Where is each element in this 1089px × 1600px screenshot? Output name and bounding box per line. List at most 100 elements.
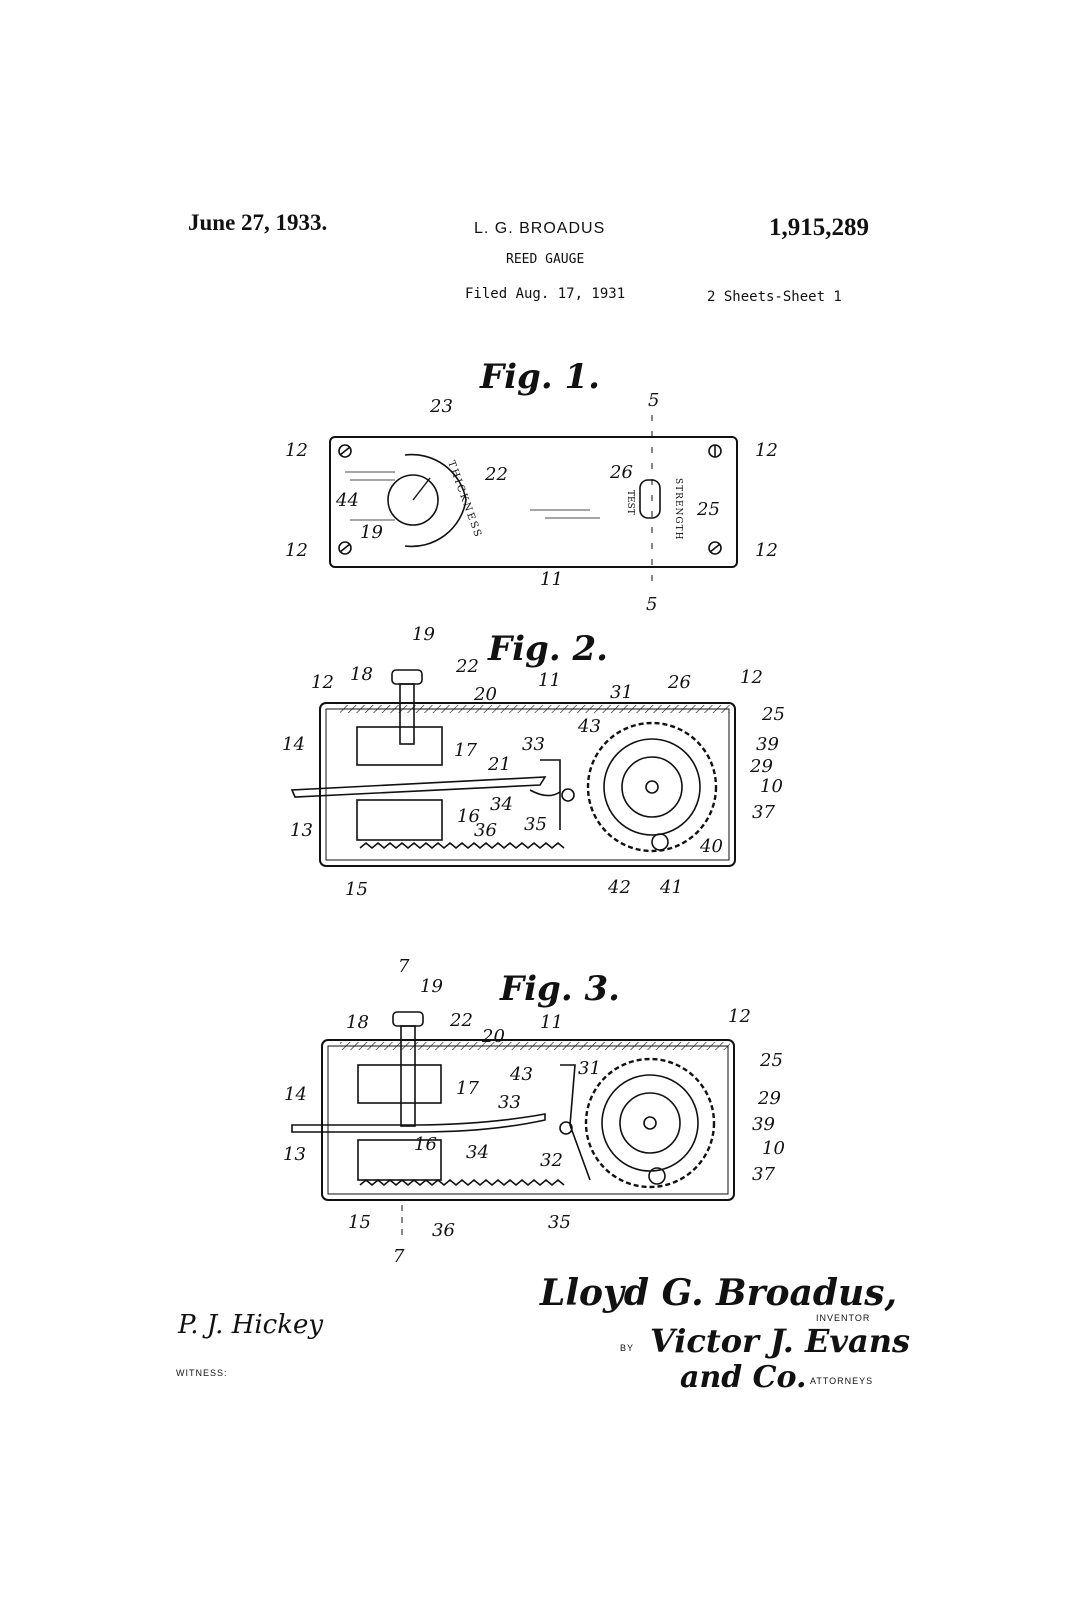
figure-3: Fig. 3. 7 19 22 18 20 11 (283, 956, 785, 1267)
figure-1: Fig. 1. THICKNESS TEST (285, 357, 778, 615)
figure-2: Fig. 2. 19 22 1 (282, 624, 785, 900)
fig3-ref: 35 (548, 1212, 571, 1233)
fig2-ref: 17 (454, 740, 477, 761)
lever-arm (560, 1064, 591, 1181)
gauge-housing (321, 1039, 735, 1201)
inventor-caption: INVENTOR (816, 1313, 871, 1323)
attorney-signature-line2: and Co. (680, 1360, 807, 1395)
fig3-ref: 31 (578, 1058, 601, 1079)
fig2-ref: 25 (761, 704, 785, 725)
fig2-ref: 18 (350, 664, 373, 685)
strength-window (639, 479, 661, 519)
fig2-ref: 29 (749, 756, 773, 777)
upper-clamp-block (356, 726, 443, 766)
test-label: TEST (625, 490, 635, 515)
fig3-ref: 43 (509, 1064, 533, 1085)
fig1-ref: 25 (696, 499, 720, 520)
indicator-dial (621, 756, 683, 818)
fig2-ref: 13 (290, 820, 313, 841)
fig3-ref: 20 (481, 1026, 505, 1047)
fig2-ref: 26 (667, 672, 691, 693)
gauge-top-plate (329, 436, 738, 568)
fig2-label: Fig. 2. (487, 629, 608, 669)
screw-bottom-right (708, 541, 722, 555)
fig2-ref: 34 (490, 794, 513, 815)
fig1-label: Fig. 1. (479, 357, 600, 397)
inventor-signature: Lloyd G. Broadus, (540, 1272, 898, 1314)
screw-top-left (338, 444, 352, 458)
tension-spring (359, 841, 565, 850)
fig3-ref: 11 (540, 1012, 563, 1033)
fig2-ref: 21 (487, 754, 511, 775)
fig1-ref: 44 (335, 490, 359, 511)
fig3-ref: 19 (420, 976, 443, 997)
fig1-ref: 26 (609, 462, 633, 483)
fig3-label: Fig. 3. (499, 969, 620, 1009)
fig1-ref: 23 (429, 396, 453, 417)
fig2-ref: 33 (522, 734, 545, 755)
filing-date: Filed Aug. 17, 1931 (465, 286, 626, 302)
pawl (648, 1167, 666, 1185)
fig2-ref: 19 (412, 624, 435, 645)
fig3-ref: 15 (348, 1212, 371, 1233)
lever-arm (529, 759, 561, 830)
fig2-ref: 39 (756, 734, 779, 755)
adjusting-knob (391, 669, 423, 685)
fig2-ref: 31 (610, 682, 633, 703)
fig1-ref: 12 (285, 540, 308, 561)
fig2-ref: 12 (740, 667, 763, 688)
fig2-ref: 12 (311, 672, 334, 693)
fig2-ref: 42 (607, 877, 631, 898)
fig3-ref: 13 (283, 1144, 306, 1165)
fig1-ref: 22 (484, 464, 508, 485)
fig2-ref: 41 (659, 877, 683, 898)
gauge-housing (319, 702, 736, 867)
fig1-ref: 11 (540, 569, 563, 590)
lever-pivot (559, 1121, 573, 1135)
tension-spring (359, 1178, 565, 1187)
patent-number: 1,915,289 (769, 214, 869, 241)
fig3-ref: 37 (752, 1164, 775, 1185)
ratchet-gear (586, 721, 718, 853)
fig2-ref: 20 (473, 684, 497, 705)
fig2-ref: 37 (752, 802, 775, 823)
fig2-ref: 14 (282, 734, 305, 755)
invention-title: REED GAUGE (506, 252, 585, 267)
fig2-ref: 11 (538, 670, 561, 691)
fig3-ref: 18 (346, 1012, 369, 1033)
fig3-ref: 39 (752, 1114, 775, 1135)
gear-hub (601, 1074, 699, 1172)
gear-axle (643, 1116, 657, 1130)
fig1-ref: 19 (360, 522, 383, 543)
strength-label: STRENGTH (673, 478, 683, 540)
attorneys-caption: ATTORNEYS (810, 1376, 874, 1386)
fig3-ref: 7 (393, 1246, 405, 1267)
indicator-dial (619, 1092, 681, 1154)
ratchet-gear (584, 1057, 716, 1189)
fig2-ref: 40 (699, 836, 723, 857)
patent-date: June 27, 1933. (188, 210, 328, 235)
thickness-scale-label: THICKNESS (445, 459, 483, 540)
adjusting-screw (399, 683, 415, 745)
lower-clamp-block (357, 1139, 442, 1181)
witness-signature: P. J. Hickey (178, 1310, 324, 1340)
top-plate-section (340, 705, 730, 713)
pawl (651, 833, 669, 851)
fig1-ref: 5 (648, 390, 659, 411)
fig3-ref: 14 (284, 1084, 307, 1105)
fig2-ref: 43 (577, 716, 601, 737)
inventor-name: L. G. BROADUS (474, 220, 606, 237)
witness-caption: WITNESS: (176, 1368, 228, 1378)
fig2-ref: 22 (455, 656, 479, 677)
fig3-ref: 12 (728, 1006, 751, 1027)
fig3-ref: 36 (432, 1220, 455, 1241)
adjusting-knob (392, 1011, 424, 1027)
gear-hub (603, 738, 701, 836)
fig3-ref: 34 (466, 1142, 489, 1163)
fig3-ref: 17 (456, 1078, 479, 1099)
fig1-ref: 12 (285, 440, 308, 461)
screw-bottom-left (338, 541, 352, 555)
fig2-ref: 36 (474, 820, 497, 841)
fig3-ref: 25 (759, 1050, 783, 1071)
